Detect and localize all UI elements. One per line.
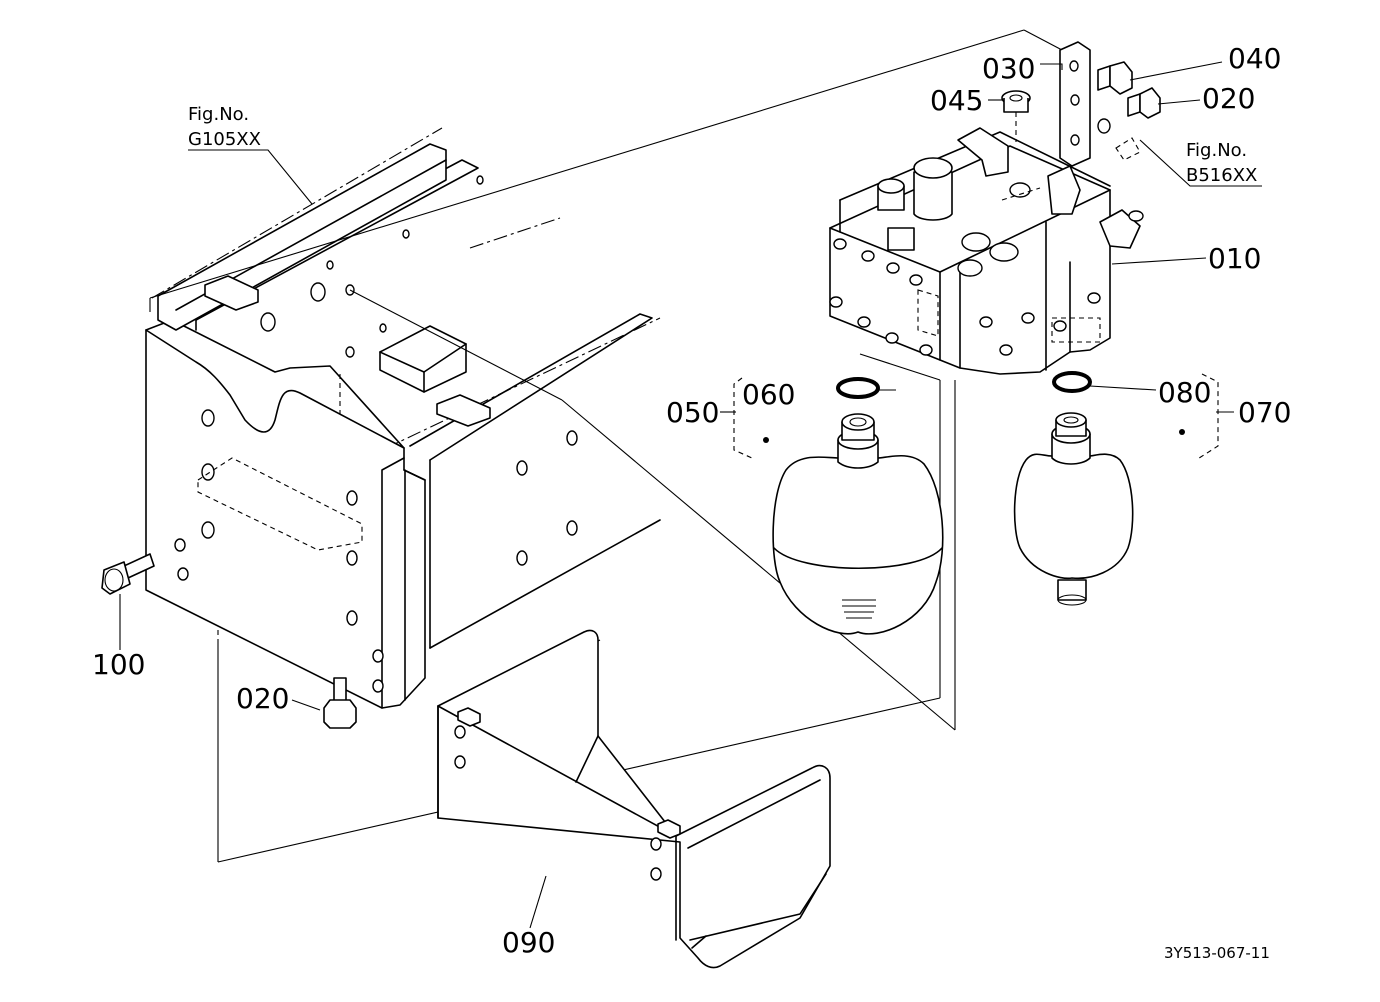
figure-ref-right-line2: B516XX [1186, 165, 1257, 186]
bolt-100 [101, 553, 155, 595]
callout-040: 040 [1228, 42, 1281, 75]
bracket-plate-030 [1059, 41, 1091, 167]
accumulator-070 [1013, 373, 1219, 606]
figure-reference-left: Fig.No. G105XX [188, 104, 261, 150]
bolt-020-bottom [323, 677, 357, 729]
cover-090 [437, 629, 831, 969]
callout-labels: 010 020 020 030 040 045 050 060 070 080 … [92, 42, 1291, 959]
callout-090: 090 [502, 926, 555, 959]
callout-070: 070 [1238, 396, 1291, 429]
o-ring-080 [1052, 371, 1092, 393]
callout-060: 060 [742, 378, 795, 411]
bolt-040 [1097, 61, 1133, 95]
callout-100: 100 [92, 648, 145, 681]
accumulator-050 [733, 377, 944, 635]
main-frame-bracket [145, 143, 661, 709]
bolt-020-top [1127, 87, 1161, 119]
leader-lines [119, 61, 1262, 929]
washer-small [1097, 118, 1141, 161]
callout-030: 030 [982, 52, 1035, 85]
callout-045: 045 [930, 84, 983, 117]
callout-020-bottom: 020 [236, 682, 289, 715]
figure-reference-right: Fig.No. B516XX [1186, 140, 1257, 186]
o-ring-060 [836, 377, 880, 399]
callout-020-top: 020 [1202, 82, 1255, 115]
valve-block [829, 127, 1144, 375]
callout-010: 010 [1208, 242, 1261, 275]
callout-080: 080 [1158, 376, 1211, 409]
figure-ref-left-line2: G105XX [188, 129, 261, 150]
bolt-045 [1001, 90, 1031, 142]
figure-ref-left-line1: Fig.No. [188, 104, 249, 125]
callout-050: 050 [666, 396, 719, 429]
document-id: 3Y513-067-11 [1164, 944, 1270, 962]
figure-ref-right-line1: Fig.No. [1186, 140, 1247, 161]
